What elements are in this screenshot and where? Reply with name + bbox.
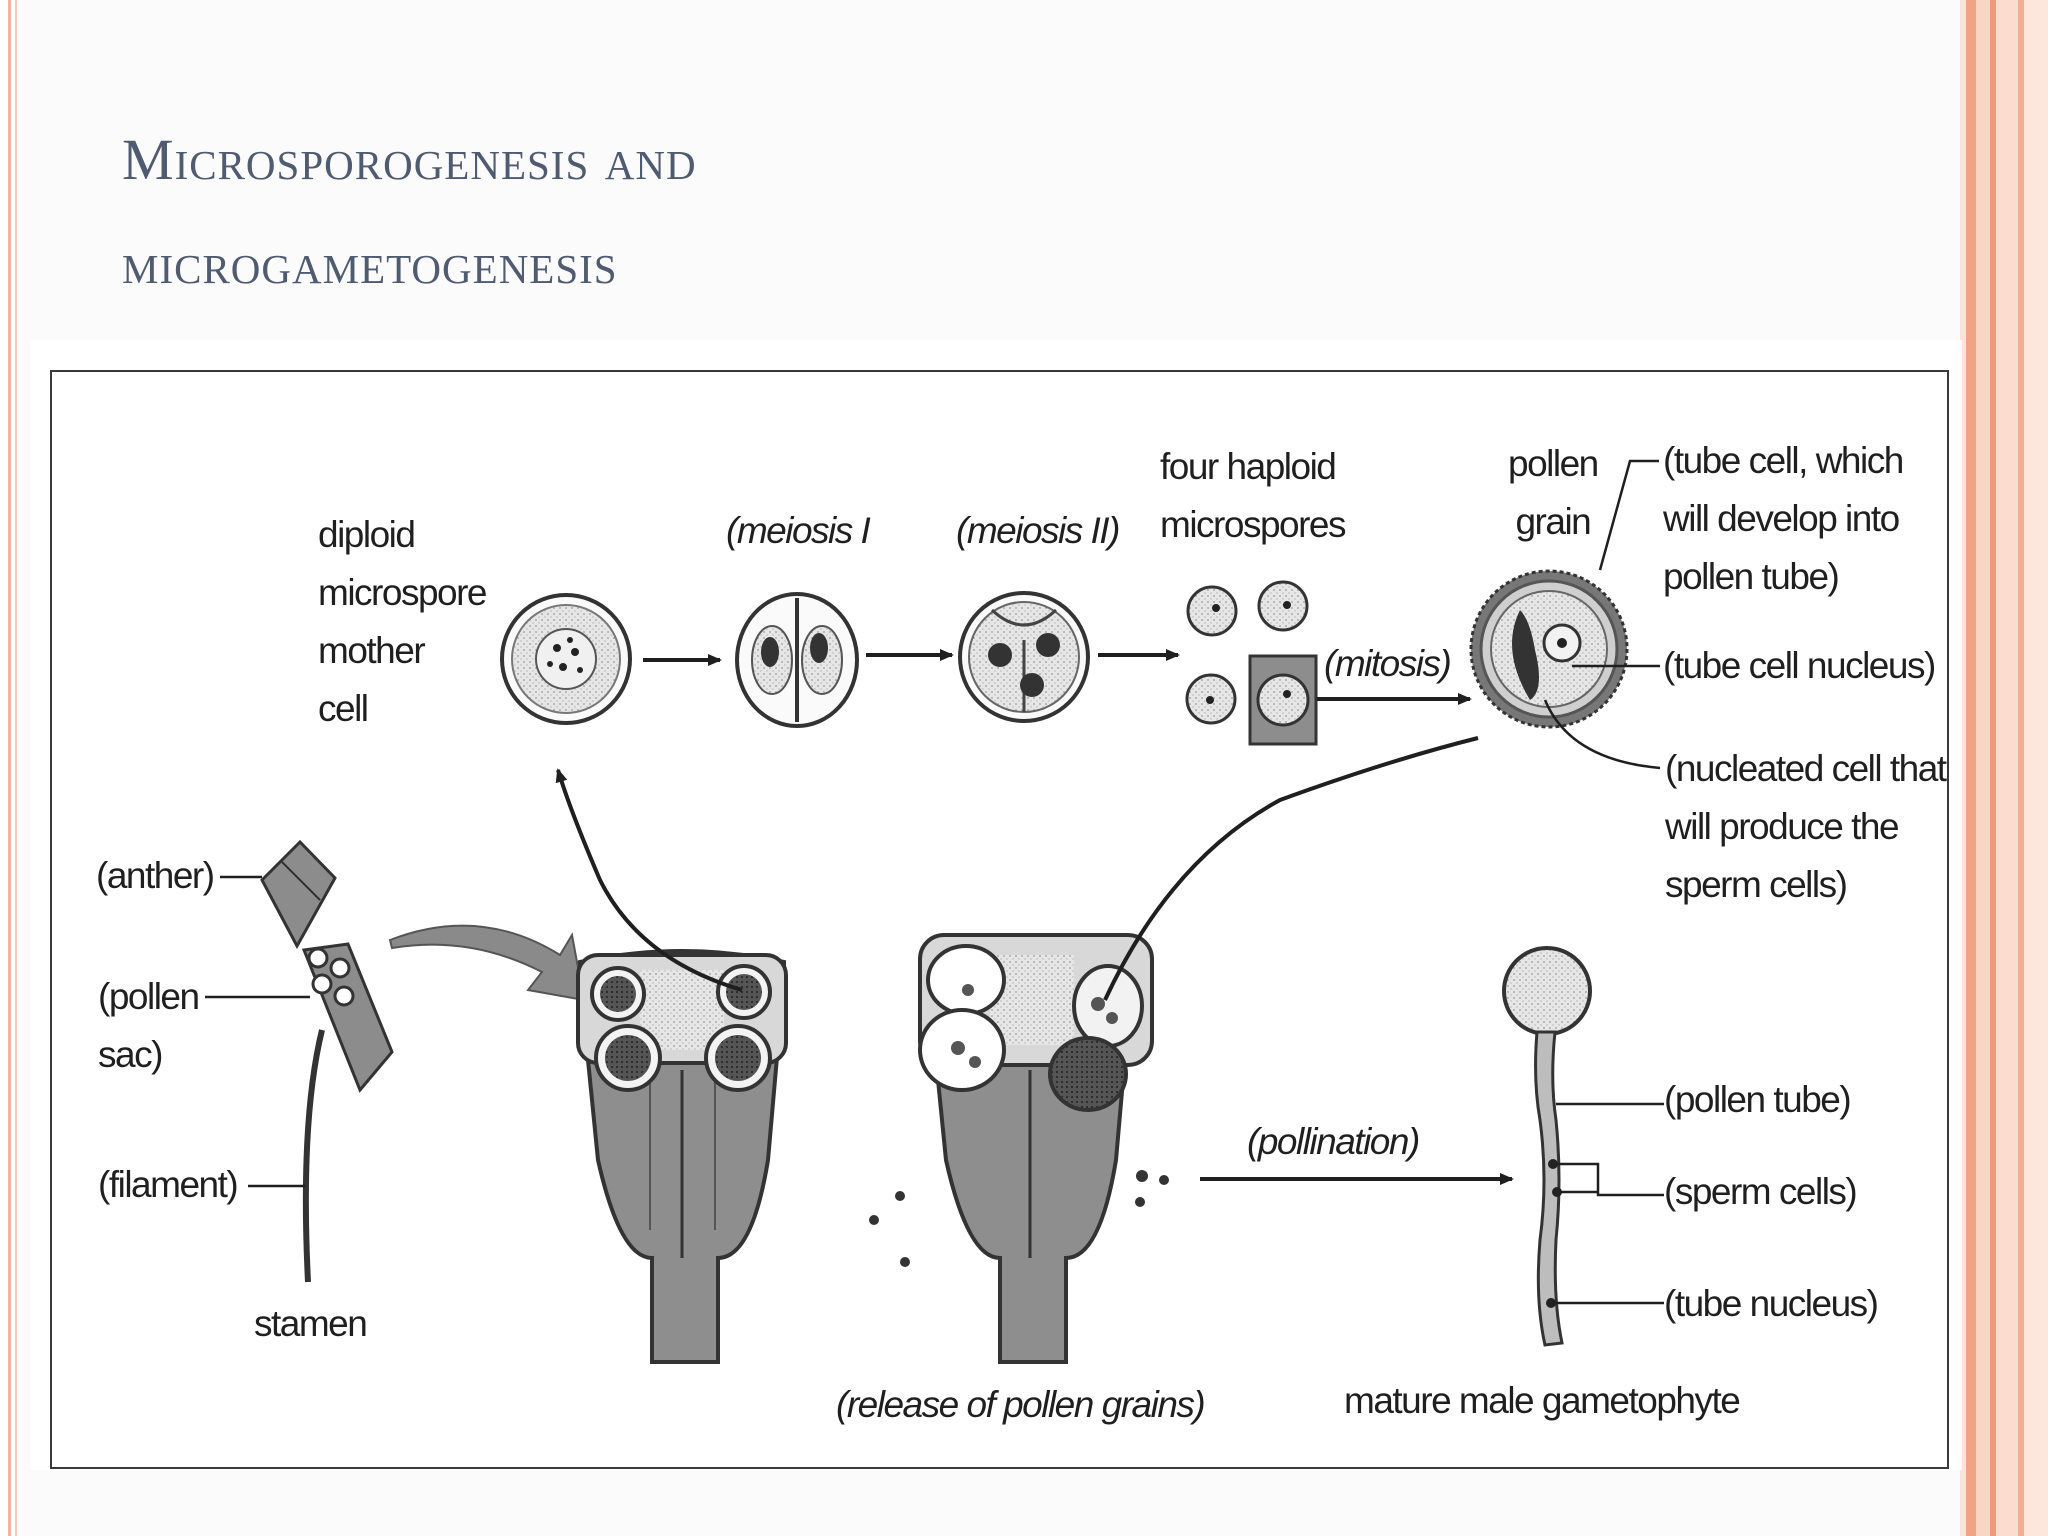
- title-line-1: Microsporogenesis and: [122, 127, 697, 192]
- pollen-origin-line: [1103, 736, 1479, 1001]
- label-mitosis: (mitosis): [1324, 643, 1452, 684]
- enlarge-arrow: [388, 924, 586, 1002]
- meiosis-one-cell: [735, 592, 859, 728]
- label-pollen-sac: (pollen sac): [98, 976, 200, 1075]
- label-mature-gametophyte: mature male gametophyte: [1344, 1380, 1741, 1421]
- left-border-decoration: [0, 0, 24, 1536]
- mother-cell-origin-arrow: [555, 768, 743, 992]
- label-meiosis-two: (meiosis II): [956, 510, 1120, 551]
- pollen-grain-leaders: [1543, 459, 1661, 770]
- anther-cross-section: [576, 949, 788, 1364]
- label-tube-nucleus: (tube nucleus): [1664, 1283, 1879, 1324]
- label-tube-cell-nucleus: (tube cell nucleus): [1663, 645, 1936, 686]
- label-meiosis-one: (meiosis I: [726, 510, 871, 551]
- diagram-frame: [50, 370, 1949, 1469]
- label-release-pollen: (release of pollen grains): [836, 1384, 1206, 1425]
- right-border-decoration: [1960, 0, 2048, 1536]
- male-gametophyte: [1502, 946, 1592, 1347]
- label-anther: (anther): [96, 855, 215, 896]
- label-pollination: (pollination): [1247, 1121, 1420, 1162]
- label-sperm-cells: (sperm cells): [1664, 1171, 1858, 1212]
- mother-cell: [500, 593, 632, 725]
- anther-release-section: [869, 933, 1169, 1364]
- label-tube-cell: (tube cell, which will develop into poll…: [1663, 440, 1904, 597]
- diagram-background: [30, 340, 1962, 1470]
- title-line-2: microgametogenesis: [122, 231, 618, 296]
- label-pollen-grain: pollen grain: [1508, 443, 1599, 542]
- label-pollen-tube: (pollen tube): [1664, 1079, 1852, 1120]
- slide-title: Microsporogenesis and microgametogenesis: [122, 108, 1822, 316]
- label-stamen: stamen: [254, 1303, 368, 1344]
- label-diploid-cell: diploid microspore mother cell: [318, 514, 488, 729]
- stamen-leaders: [205, 875, 310, 1188]
- stamen-illustration: [260, 839, 394, 1283]
- gametophyte-leaders: [1551, 1102, 1664, 1305]
- label-filament: (filament): [98, 1164, 239, 1205]
- meiosis-two-cell: [958, 591, 1090, 723]
- label-nucleated-cell: (nucleated cell that will produce the sp…: [1665, 748, 1947, 905]
- pollen-grain: [1469, 569, 1629, 729]
- label-four-haploid: four haploid microspores: [1160, 446, 1347, 545]
- top-row-arrows: [643, 649, 1472, 705]
- four-microspores: [1185, 580, 1318, 746]
